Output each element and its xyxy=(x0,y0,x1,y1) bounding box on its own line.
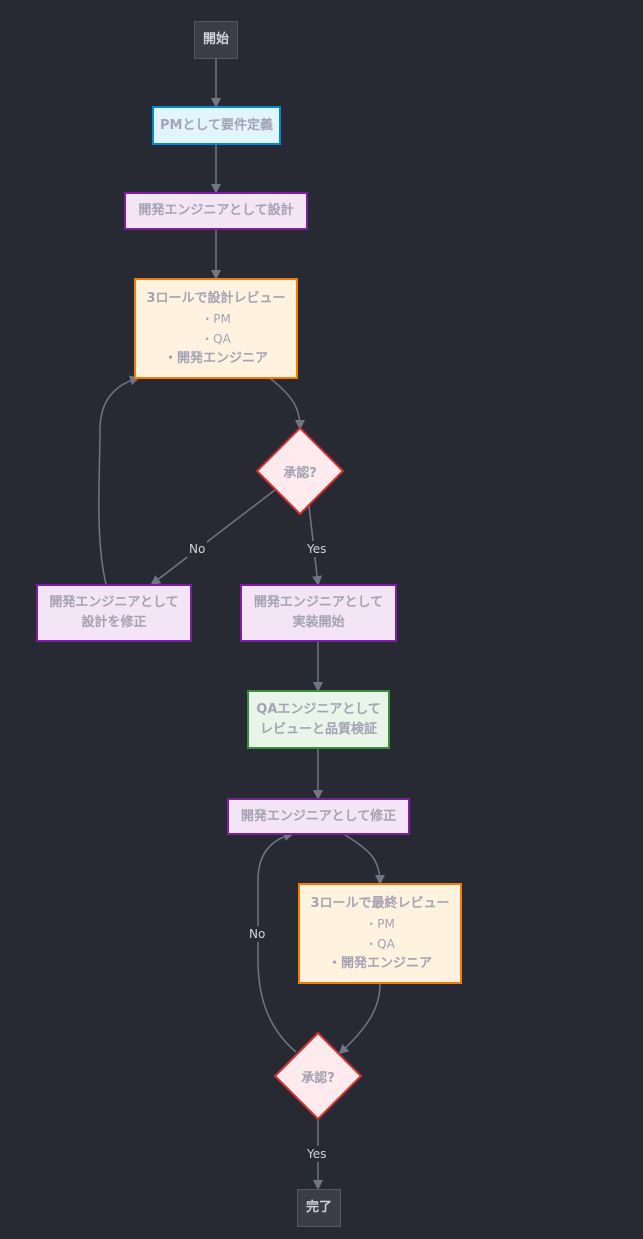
start-label: 開始 xyxy=(202,32,229,47)
start-node: 開始 xyxy=(194,21,238,59)
implement-node: 開発エンジニアとして 実装開始 xyxy=(240,584,397,642)
implement-line2: 実装開始 xyxy=(292,615,345,630)
done-node: 完了 xyxy=(297,1189,341,1227)
fix-design-line2: 設計を修正 xyxy=(81,615,147,630)
design-review-item-engineer: ・開発エンジニア xyxy=(163,350,268,366)
edge-label-no2: No xyxy=(247,926,268,942)
final-review-item-engineer: ・開発エンジニア xyxy=(327,955,432,971)
final-review-item-pm: ・PM xyxy=(365,916,395,931)
requirements-node: PMとして要件定義 xyxy=(152,106,281,145)
implement-line1: 開発エンジニアとして xyxy=(253,595,384,610)
approve1-label: 承認? xyxy=(283,466,317,481)
fix-design-node: 開発エンジニアとして 設計を修正 xyxy=(36,584,192,642)
edge-fix-finalreview xyxy=(344,834,385,885)
approve2-label: 承認? xyxy=(301,1071,335,1086)
qa-review-line1: QAエンジニアとして xyxy=(256,701,381,717)
design-review-node: 3ロールで設計レビュー ・PM ・QA ・開発エンジニア xyxy=(134,278,298,379)
edge-label-no1: No xyxy=(187,541,208,557)
fix-design-line1: 開発エンジニアとして xyxy=(49,595,179,610)
design-review-title: 3ロールで設計レビュー xyxy=(146,290,286,306)
edge-fixdesign-review xyxy=(98,375,140,585)
final-review-item-qa: ・QA xyxy=(365,936,395,951)
done-label: 完了 xyxy=(305,1200,332,1215)
final-review-title: 3ロールで最終レビュー xyxy=(310,895,450,911)
design-node: 開発エンジニアとして設計 xyxy=(124,192,308,230)
fix-node: 開発エンジニアとして修正 xyxy=(227,798,410,835)
fix-label: 開発エンジニアとして修正 xyxy=(240,808,397,824)
requirements-label: PMとして要件定義 xyxy=(159,117,274,133)
qa-review-node: QAエンジニアとして レビューと品質検証 xyxy=(247,690,390,749)
edge-finalreview-approve2 xyxy=(338,983,381,1055)
design-review-item-pm: ・PM xyxy=(201,311,231,326)
edge-label-yes1: Yes xyxy=(305,541,329,557)
decision-diamond-2 xyxy=(273,1031,363,1121)
design-review-item-qa: ・QA xyxy=(201,331,231,346)
qa-review-line2: レビューと品質検証 xyxy=(259,721,377,737)
edge-label-yes2: Yes xyxy=(305,1146,329,1162)
design-label: 開発エンジニアとして設計 xyxy=(138,203,294,218)
edge-approve2-no xyxy=(257,831,297,1053)
final-review-node: 3ロールで最終レビュー ・PM ・QA ・開発エンジニア xyxy=(298,883,462,984)
edge-approve1-no xyxy=(150,489,276,586)
edge-review-approve1 xyxy=(269,377,305,430)
decision-diamond-1 xyxy=(255,426,345,516)
